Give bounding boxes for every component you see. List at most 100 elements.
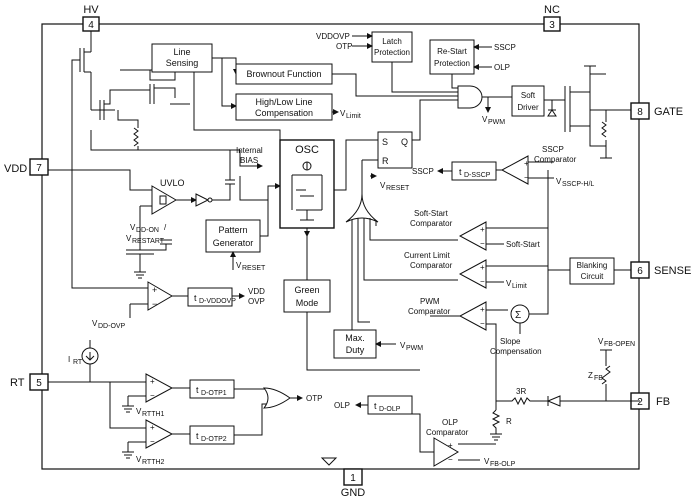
fb-network — [490, 349, 640, 441]
svg-text:+: + — [150, 423, 155, 432]
internal-bias-label-1: Internal — [236, 146, 263, 155]
pin-hv: 4 HV — [82, 4, 100, 32]
soft-start-signal: Soft-Start — [506, 240, 541, 249]
sscp-input-label: SSCP — [494, 43, 516, 52]
hl-comp-label-2: Compensation — [255, 108, 313, 118]
hv-startup-circuit — [48, 31, 240, 171]
svg-text:+: + — [524, 159, 529, 168]
olp-comp-label-2: Comparator — [426, 428, 469, 437]
latch-label-1: Latch — [382, 37, 402, 46]
timer-otp2-main: t — [196, 431, 199, 441]
vfb-olp-main: V — [484, 457, 490, 466]
timer-otp2-sub: D-OTP2 — [201, 436, 227, 443]
brownout-label: Brownout Function — [246, 69, 321, 79]
slope-comp-label-1: Slope — [500, 337, 521, 346]
pin-gate-label: GATE — [654, 106, 683, 118]
timer-otp1-sub: D-OTP1 — [201, 390, 227, 397]
timer-vddovp-main: t — [194, 293, 197, 303]
brownout-block: Brownout Function — [235, 63, 333, 85]
vfb-open-sub: FB-OPEN — [604, 341, 635, 348]
timer-olp-main: t — [374, 401, 377, 411]
timer-otp1-main: t — [196, 385, 199, 395]
soft-driver-label-2: Driver — [517, 103, 539, 112]
pin-nc: 3 NC — [543, 4, 561, 32]
osc-label: OSC — [295, 144, 319, 156]
pin-rt-label: RT — [10, 377, 25, 389]
pin-sense-number: 6 — [637, 266, 643, 277]
sscp-comp-label-2: Comparator — [534, 155, 577, 164]
svg-text:+: + — [480, 225, 485, 234]
pin-nc-number: 3 — [549, 20, 555, 31]
line-sensing-label-2: Sensing — [166, 58, 199, 68]
sr-s-label: S — [382, 137, 388, 147]
svg-text:−: − — [480, 277, 485, 286]
vdd-ovp-comparator: + − — [147, 281, 173, 311]
rt-current-source — [81, 340, 99, 382]
sscp-out-label: SSCP — [412, 167, 434, 176]
current-limit-comparator: + − Current Limit Comparator — [404, 251, 487, 289]
vlimit-out-sub: Limit — [346, 113, 361, 120]
svg-text:+: + — [480, 263, 485, 272]
otp2-comparator: + − — [145, 419, 174, 449]
summing-junction: Σ — [510, 304, 530, 324]
latch-label-2: Protection — [374, 48, 410, 57]
sscp-comparator: + − SSCP Comparator — [500, 145, 577, 185]
vdd-ovp-out-2: OVP — [248, 297, 265, 306]
sr-q-label: Q — [401, 137, 408, 147]
vrtth2-main: V — [136, 455, 142, 464]
svg-text:+: + — [152, 285, 157, 295]
current-limit-comp-label-2: Comparator — [410, 261, 453, 270]
svg-text:+: + — [448, 441, 453, 450]
pin-vdd: 7 VDD — [4, 158, 49, 176]
vlimit-in-sub: Limit — [512, 283, 527, 290]
vdd-ovp-main: V — [92, 319, 98, 328]
olp-out-label: OLP — [334, 401, 350, 410]
pattern-generator-block: Pattern Generator — [205, 219, 261, 253]
svg-text:−: − — [152, 299, 157, 309]
soft-driver-block: Soft Driver — [511, 85, 545, 117]
pin-hv-label: HV — [83, 4, 99, 16]
svg-text:−: − — [480, 319, 485, 328]
pin-gnd: 1 GND — [341, 468, 366, 499]
svg-text:−: − — [448, 455, 453, 464]
pin-rt-number: 5 — [36, 378, 42, 389]
blanking-label-2: Circuit — [581, 272, 604, 281]
irt-main: I — [68, 355, 70, 364]
pin-vdd-number: 7 — [36, 163, 42, 174]
pattern-gen-label-2: Generator — [213, 238, 254, 248]
svg-text:Σ: Σ — [515, 310, 521, 321]
vrtth1-main: V — [136, 407, 142, 416]
vsscp-hl-main: V — [556, 177, 562, 186]
pin-gnd-label: GND — [341, 487, 366, 499]
sscp-comp-label-1: SSCP — [542, 145, 564, 154]
vlimit-out-main: V — [340, 109, 346, 118]
slope-comp-label-2: Compensation — [490, 347, 542, 356]
pin-nc-label: NC — [544, 4, 560, 16]
vrestart-main: V — [126, 234, 132, 243]
gate-driver-output-stage — [544, 65, 631, 159]
hl-comp-label-1: High/Low Line — [255, 97, 312, 107]
pin-gate-number: 8 — [637, 107, 643, 118]
svg-text:−: − — [524, 173, 529, 182]
pwm-comp-label-1: PWM — [420, 297, 440, 306]
soft-start-comp-label-1: Soft-Start — [414, 209, 449, 218]
vreset-sr-sub: RESET — [386, 185, 410, 192]
green-mode-label-1: Green — [294, 285, 319, 295]
vfb-open-main: V — [598, 337, 604, 346]
current-limit-comp-label-1: Current Limit — [404, 251, 451, 260]
hl-compensation-block: High/Low Line Compensation — [235, 93, 333, 121]
irt-sub: RT — [73, 359, 83, 366]
soft-driver-label-1: Soft — [521, 91, 536, 100]
pin-rt: 5 RT — [10, 373, 49, 391]
green-mode-label-2: Mode — [296, 298, 319, 308]
ic-outline — [41, 23, 640, 470]
max-duty-label-2: Duty — [346, 345, 365, 355]
vpwm-out-sub: PWM — [488, 119, 505, 126]
osc-block: OSC — [279, 139, 335, 229]
or-gate-main — [345, 193, 379, 223]
soft-start-comparator: + − Soft-Start Comparator — [410, 209, 487, 251]
green-mode-block: Green Mode — [283, 279, 331, 313]
vfb-olp-sub: FB-OLP — [490, 461, 516, 468]
soft-start-comp-label-2: Comparator — [410, 219, 453, 228]
otp-out-label: OTP — [306, 394, 322, 403]
